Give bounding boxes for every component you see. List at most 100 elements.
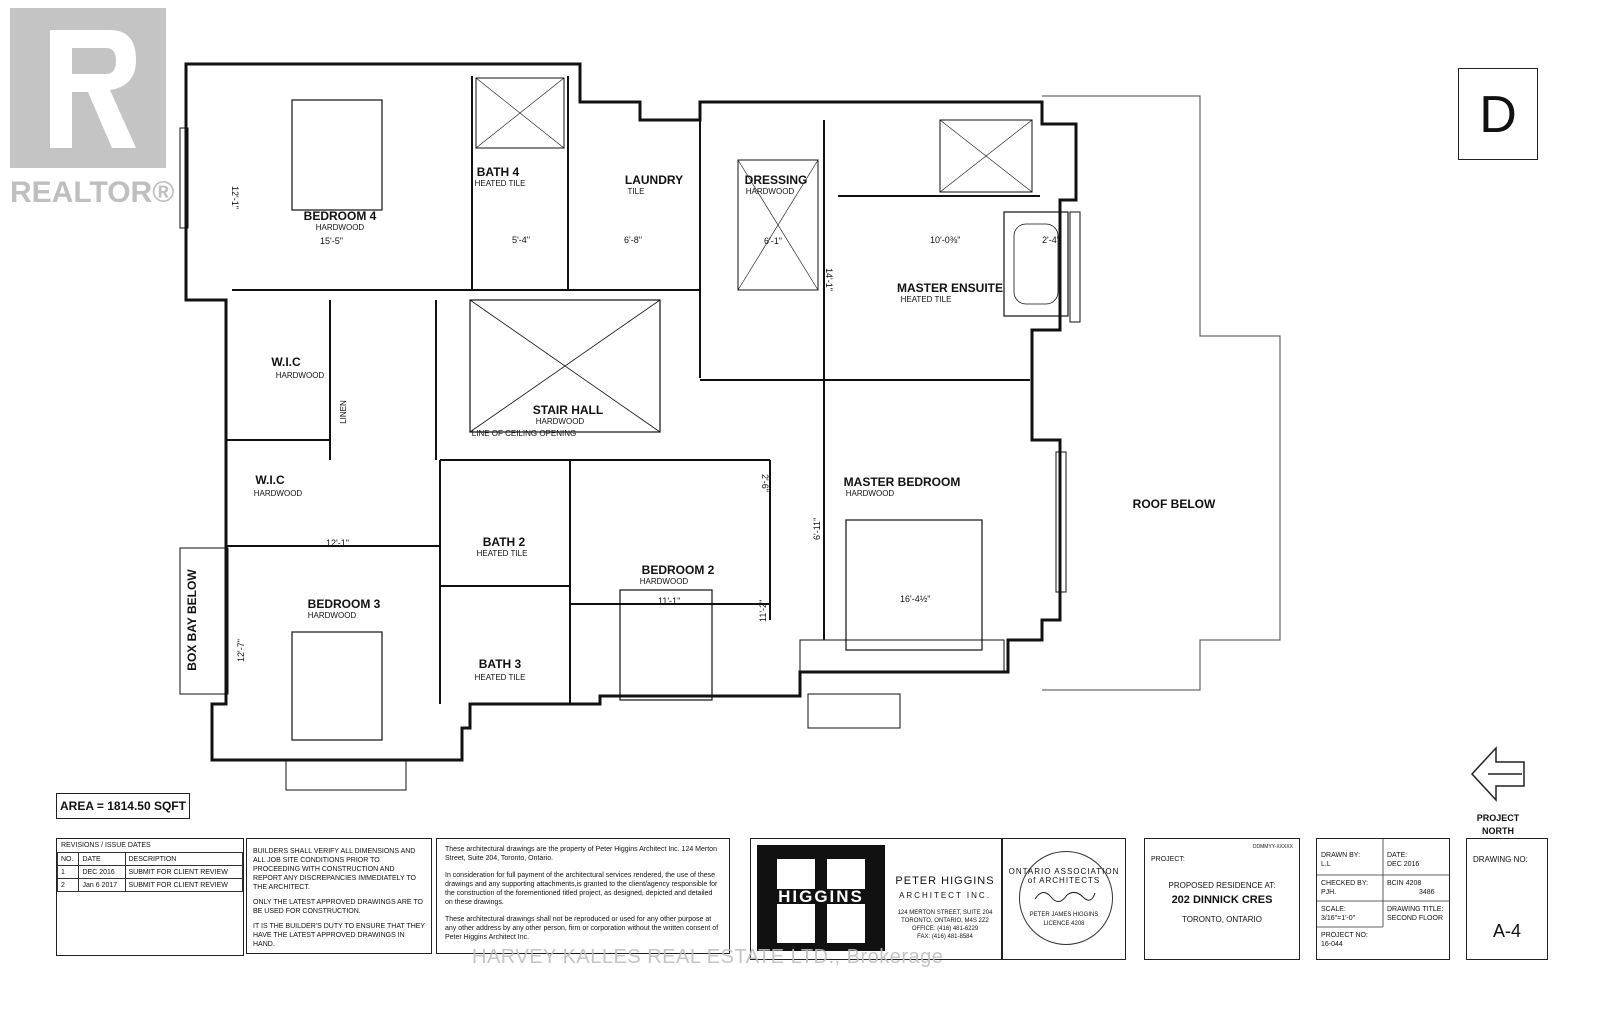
room-name: DRESSING (745, 173, 808, 187)
room-name: MASTER ENSUITE (897, 281, 1003, 295)
project-north: PROJECT NORTH (1466, 744, 1530, 837)
scale-value: 3/16"=1'-0" (1321, 915, 1356, 922)
room-name: MASTER BEDROOM (844, 475, 961, 489)
revisions-title: REVISIONS / ISSUE DATES (61, 842, 151, 849)
ceiling-opening-label: LINE OF CEILING OPENING (472, 429, 576, 438)
room-finish: HARDWOOD (746, 187, 795, 196)
ensuite-small-dimension: 2'-4" (1042, 235, 1060, 245)
builder-notes: BUILDERS SHALL VERIFY ALL DIMENSIONS AND… (246, 838, 432, 954)
table-cell: SUBMIT FOR CLIENT REVIEW (124, 865, 243, 879)
drawing-number: A-4 (1492, 921, 1521, 941)
project-number: PROJECT NO: 16-044 (1321, 931, 1368, 949)
firm-fax: FAX: (416) 481-8584 (917, 934, 973, 940)
room-name: BEDROOM 4 (304, 209, 377, 223)
seal-licence: PETER JAMES HIGGINS LICENCE 4208 (1003, 911, 1125, 929)
dressing-vertical-dimension: 14'-1" (824, 268, 834, 291)
north-arrow-icon (1470, 746, 1525, 802)
master-bedroom-vertical-dimension: 6'-11" (812, 518, 822, 540)
north-label-line2: NORTH (1482, 826, 1514, 836)
realtor-r-icon (50, 30, 136, 148)
note-text: ONLY THE LATEST APPROVED DRAWINGS ARE TO… (253, 899, 423, 915)
room-finish: HARDWOOD (276, 371, 325, 380)
higgins-logo-text: HIGGINS (757, 888, 885, 905)
room-finish: TILE (628, 187, 645, 196)
room-name: W.I.C (271, 355, 301, 369)
room-name: BEDROOM 2 (642, 563, 715, 577)
room-finish: HARDWOOD (308, 611, 357, 620)
legal-notice: These architectural drawings are the pro… (436, 838, 730, 954)
drawing-date: DATE: DEC 2016 (1387, 851, 1419, 869)
room-dimension: 12'-1" (326, 538, 349, 548)
table-cell: DEC 2016 (78, 865, 126, 879)
drawing-number-label: DRAWING NO: (1473, 855, 1528, 864)
north-label-line1: PROJECT (1476, 813, 1520, 823)
project-number-label: PROJECT NO: (1321, 932, 1368, 939)
box-bay-label: BOX BAY BELOW (185, 569, 199, 671)
area-label: AREA = 1814.50 SQFT (56, 793, 190, 819)
room-dimension: 6'-8" (624, 235, 642, 245)
room-finish: HEATED TILE (475, 673, 526, 682)
firm-address-line: 124 MERTON STREET, SUITE 204 (897, 910, 993, 916)
higgins-logo: HIGGINS (757, 845, 885, 951)
signature-icon (1034, 891, 1096, 902)
realtor-logo: REALTOR® (10, 8, 174, 209)
note-text: IT IS THE BUILDER'S DUTY TO ENSURE THAT … (253, 923, 425, 948)
date-value: DEC 2016 (1387, 861, 1420, 868)
checked-by-value: PJH. (1321, 889, 1337, 896)
room-name: BATH 3 (479, 657, 522, 671)
revisions-block: REVISIONS / ISSUE DATES NO. DATE DESCRIP… (56, 838, 244, 956)
room-name: LINEN (339, 400, 348, 424)
room-finish: HARDWOOD (254, 489, 303, 498)
scale-label: SCALE: (1321, 906, 1346, 913)
seal-text: ONTARIO ASSOCIATION of ARCHITECTS (1008, 867, 1120, 885)
firm-name: PETER HIGGINS (895, 875, 995, 887)
drawn-by-label: DRAWN BY: (1321, 852, 1361, 859)
room-name: STAIR HALL (533, 403, 603, 417)
bcin-label: BCIN (1387, 880, 1404, 887)
drawing-title: DRAWING TITLE: SECOND FLOOR (1387, 905, 1443, 923)
note-text: BUILDERS SHALL VERIFY ALL DIMENSIONS AND… (253, 848, 416, 891)
table-cell: 2 (56, 878, 80, 892)
table-row: 1 DEC 2016 SUBMIT FOR CLIENT REVIEW (56, 865, 243, 879)
room-finish: HARDWOOD (536, 417, 585, 426)
seal-architect-name: PETER JAMES HIGGINS (1029, 912, 1099, 918)
drawing-scale: SCALE: 3/16"=1'-0" (1321, 905, 1355, 923)
project-city: TORONTO, ONTARIO (1181, 915, 1262, 924)
info-grid-lines (1317, 839, 1449, 928)
checked-by: CHECKED BY: PJH. (1321, 879, 1368, 897)
project-block: DDMMYY-XXXXX PROJECT: PROPOSED RESIDENCE… (1144, 838, 1300, 960)
drawing-info-block: DRAWN BY: L.L DATE: DEC 2016 CHECKED BY:… (1316, 838, 1450, 960)
room-finish: HEATED TILE (901, 295, 952, 304)
sheet-letter: D (1458, 68, 1538, 160)
drawing-title-value: SECOND FLOOR (1387, 915, 1444, 922)
room-finish: HARDWOOD (640, 577, 689, 586)
bedroom4-vertical-dimension: 12'-1" (230, 186, 240, 209)
room-dimension: 16'-4½" (900, 594, 930, 604)
roof-below-label: ROOF BELOW (1133, 497, 1216, 511)
seal-licence-number: LICENCE 4208 (1043, 921, 1085, 927)
room-name: W.I.C (255, 473, 285, 487)
room-dimension: 11'-1" (658, 596, 680, 606)
checked-by-label: CHECKED BY: (1321, 880, 1369, 887)
drawn-by: DRAWN BY: L.L (1321, 851, 1360, 869)
column-header: DATE (78, 852, 126, 866)
project-label: PROJECT: (1151, 856, 1185, 863)
drawing-title-label: DRAWING TITLE: (1387, 906, 1444, 913)
firm-subtitle: ARCHITECT INC. (899, 891, 991, 900)
bcin-value-2: 3486 (1419, 889, 1435, 896)
room-name: BATH 4 (477, 165, 520, 179)
project-address: 202 DINNICK CRES (1171, 894, 1273, 906)
wic-small-dimension: 2'-6" (760, 474, 770, 492)
realtor-logo-text: REALTOR® (10, 176, 175, 209)
architect-seal-block: ONTARIO ASSOCIATION of ARCHITECTS PETER … (1002, 838, 1126, 960)
table-cell: Jan 6 2017 (78, 878, 126, 892)
project-number-value: 16-044 (1321, 941, 1343, 948)
table-cell: SUBMIT FOR CLIENT REVIEW (124, 878, 243, 892)
room-dimension: 5'-4" (512, 235, 530, 245)
column-header: DESCRIPTION (124, 852, 243, 866)
room-dimension: 6'-1" (764, 236, 782, 246)
room-dimension: 12'-7" (236, 639, 246, 662)
project-line: PROPOSED RESIDENCE AT: (1168, 881, 1276, 890)
bcin-value: 4208 (1405, 880, 1422, 887)
